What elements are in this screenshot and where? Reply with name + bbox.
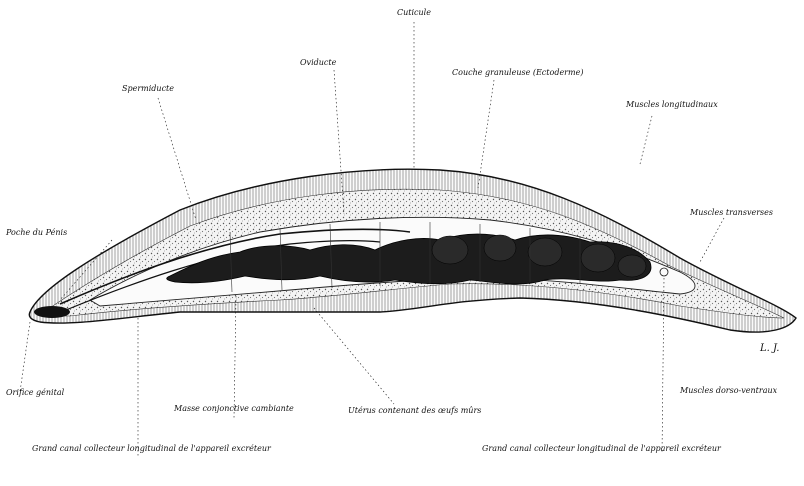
- label-masse-conjonctive: Masse conjonctive cambiante: [174, 404, 294, 414]
- label-muscles-transverses: Muscles transverses: [690, 208, 773, 218]
- label-cuticule: Cuticule: [397, 8, 431, 18]
- penis-pocket: [34, 306, 70, 318]
- label-couche-granuleuse: Couche granuleuse (Ectoderme): [452, 68, 583, 78]
- label-grand-canal-left: Grand canal collecteur longitudinal de l…: [32, 444, 271, 454]
- label-oviducte: Oviducte: [300, 58, 336, 68]
- artist-signature: L. J.: [760, 344, 779, 354]
- label-orifice-genital: Orifice génital: [6, 388, 64, 398]
- label-uterus: Utérus contenant des œufs mûrs: [348, 406, 481, 416]
- label-grand-canal-right: Grand canal collecteur longitudinal de l…: [482, 444, 721, 454]
- label-spermiducte: Spermiducte: [122, 84, 174, 94]
- label-muscles-longitudinaux: Muscles longitudinaux: [626, 100, 718, 110]
- label-muscles-dorso-ventraux: Muscles dorso-ventraux: [680, 386, 777, 396]
- label-poche-du-penis: Poche du Pénis: [6, 228, 67, 238]
